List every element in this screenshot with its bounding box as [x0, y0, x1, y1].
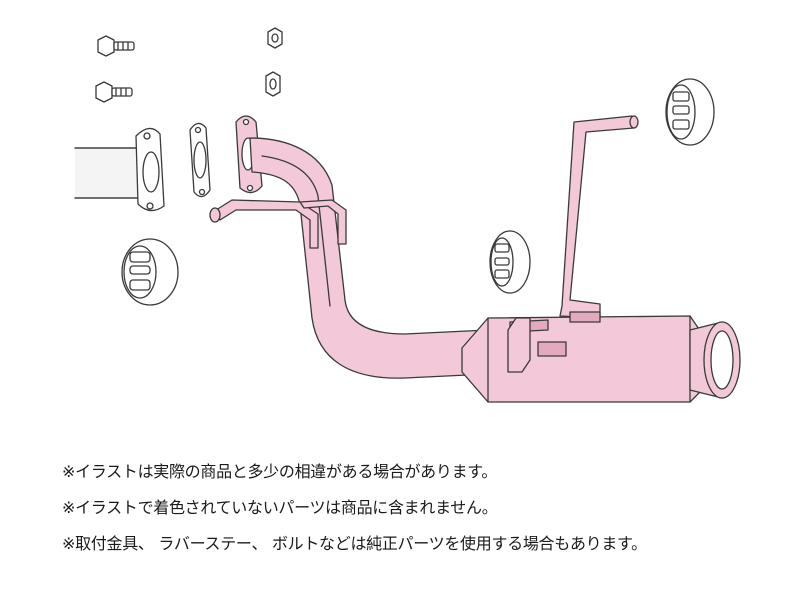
- note-uncolored-parts: ※イラストで着色されていないパーツは商品に含まれません。: [62, 498, 498, 517]
- rubber-hanger-right: [665, 78, 715, 146]
- bolt-upper-left: [97, 35, 135, 57]
- notes-block: ※イラストは実際の商品と多少の相違がある場合があります。 ※イラストで着色されて…: [62, 462, 792, 570]
- note-illustration-difference: ※イラストは実際の商品と多少の相違がある場合があります。: [62, 462, 498, 481]
- product-sub-pipe: [209, 199, 347, 249]
- rubber-hanger-left: [121, 238, 179, 306]
- product-main-pipe: [249, 137, 489, 379]
- product-tail-tip: [689, 321, 741, 399]
- nut-upper: [267, 27, 283, 49]
- nut-lower: [265, 71, 281, 97]
- stock-front-pipe: [74, 127, 165, 212]
- flange-gasket: [189, 122, 211, 198]
- exhaust-system-diagram: [74, 27, 741, 403]
- bolt-lower-left: [95, 81, 133, 103]
- product-hanger-rod: [559, 115, 639, 323]
- product-muffler: [461, 315, 713, 403]
- rubber-hanger-middle: [489, 230, 531, 294]
- note-stock-parts: ※取付金具、 ラバーステー、 ボルトなどは純正パーツを使用する場合もあります。: [62, 534, 647, 553]
